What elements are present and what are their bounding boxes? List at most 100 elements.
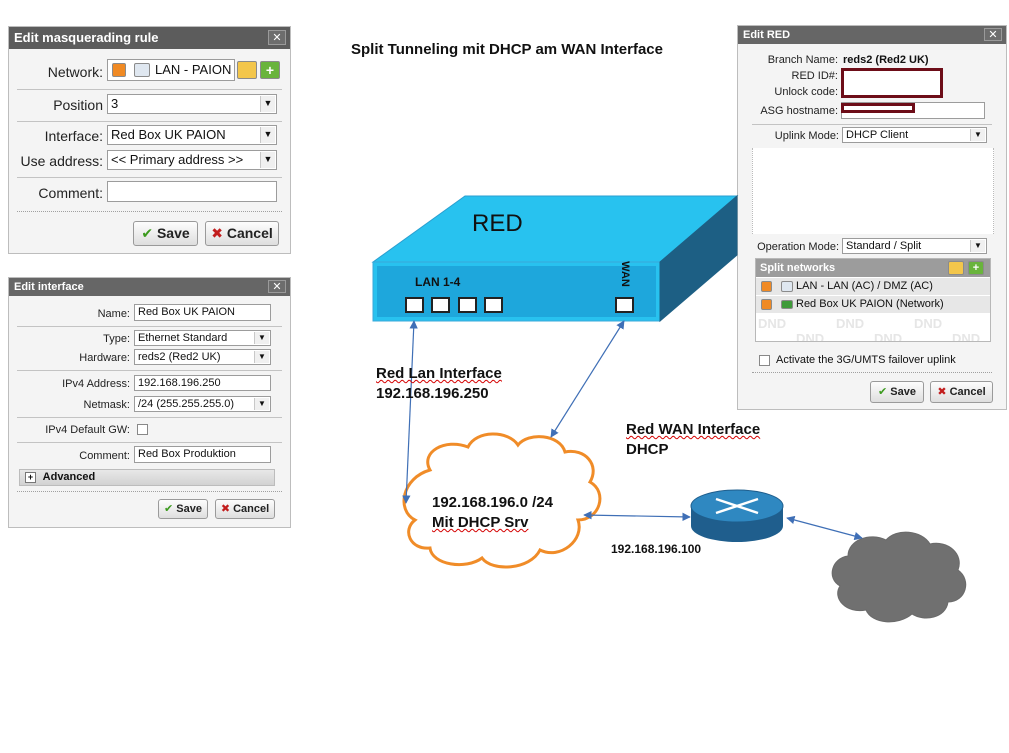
folder-icon[interactable] xyxy=(948,261,964,275)
position-label: Position xyxy=(53,97,103,113)
operation-mode-select[interactable]: Standard / Split ▼ xyxy=(842,238,987,254)
uplink-mode-select[interactable]: DHCP Client ▼ xyxy=(842,127,987,143)
failover-checkbox[interactable] xyxy=(759,355,770,366)
expand-icon: + xyxy=(25,471,36,483)
red-device-label: RED xyxy=(472,210,523,237)
watermark-text: DND xyxy=(796,331,825,342)
unlock-code-label: Unlock code: xyxy=(774,86,838,98)
red-box-front-face xyxy=(377,266,656,317)
folder-icon[interactable] xyxy=(237,61,257,79)
network-value: LAN - PAION xyxy=(155,62,232,77)
split-network-item[interactable]: Red Box UK PAION (Network) xyxy=(756,296,990,313)
lan-interface-label-line2: 192.168.196.250 xyxy=(376,385,489,402)
name-label: Name: xyxy=(97,308,130,320)
advanced-section[interactable]: + Advanced xyxy=(19,469,275,486)
name-input[interactable]: Red Box UK PAION xyxy=(134,304,271,321)
use-address-select[interactable]: << Primary address >> ▼ xyxy=(107,150,277,170)
hardware-select[interactable]: reds2 (Red2 UK) ▼ xyxy=(134,349,271,365)
edit-red-dialog: Edit RED ✕ Branch Name: reds2 (Red2 UK) … xyxy=(737,25,1007,410)
watermark-text: DND xyxy=(874,331,903,342)
chevron-down-icon: ▼ xyxy=(254,351,269,363)
type-select[interactable]: Ethernet Standard ▼ xyxy=(134,330,271,346)
network-field[interactable]: LAN - PAION xyxy=(107,59,235,81)
chevron-down-icon: ▼ xyxy=(970,129,985,141)
network-card-icon xyxy=(781,300,793,309)
masquerading-rule-dialog: Edit masquerading rule ✕ Network: LAN - … xyxy=(8,26,291,254)
chevron-down-icon: ▼ xyxy=(260,152,275,168)
hardware-label: Hardware: xyxy=(79,352,130,364)
dialog-title: Edit interface xyxy=(9,278,290,296)
close-icon[interactable]: ✕ xyxy=(984,28,1002,41)
ipv4-input[interactable]: 192.168.196.250 xyxy=(134,375,271,391)
interface-label: Interface: xyxy=(44,128,103,144)
network-object-icon xyxy=(761,281,772,292)
save-button[interactable]: ✔ Save xyxy=(158,499,208,519)
position-select[interactable]: 3 ▼ xyxy=(107,94,277,114)
wan-interface-label-line2: DHCP xyxy=(626,441,669,458)
split-networks-header: Split networks xyxy=(756,259,990,277)
router-top xyxy=(690,489,784,523)
close-icon[interactable]: ✕ xyxy=(268,280,286,293)
edit-interface-dialog: Edit interface ✕ Name: Red Box UK PAION … xyxy=(8,277,291,528)
router-side xyxy=(691,506,783,526)
chevron-down-icon: ▼ xyxy=(260,127,275,143)
check-icon: ✔ xyxy=(164,503,174,515)
wan-interface-label-line1: Red WAN Interface xyxy=(626,421,761,438)
ipv4-label: IPv4 Address: xyxy=(62,378,130,390)
chevron-down-icon: ▼ xyxy=(970,240,985,252)
chevron-down-icon: ▼ xyxy=(254,398,269,410)
branch-name-value: reds2 (Red2 UK) xyxy=(843,54,929,66)
netmask-select[interactable]: /24 (255.255.255.0) ▼ xyxy=(134,396,271,412)
wan-port xyxy=(615,297,634,313)
check-icon: ✔ xyxy=(141,225,154,241)
network-label: Network: xyxy=(47,64,103,80)
add-icon[interactable]: + xyxy=(260,61,280,79)
add-icon[interactable]: + xyxy=(968,261,984,275)
close-icon: ✖ xyxy=(211,225,223,241)
red-box-front xyxy=(372,261,661,322)
default-gw-checkbox[interactable] xyxy=(137,424,148,435)
interface-select[interactable]: Red Box UK PAION ▼ xyxy=(107,125,277,145)
lan-interface-label-line1: Red Lan Interface xyxy=(376,365,502,382)
wan-connection xyxy=(550,320,625,438)
watermark-text: DND xyxy=(836,316,865,331)
watermark-text: DND xyxy=(758,316,787,331)
wan-port-label: WAN xyxy=(618,261,631,287)
router-internet-connection xyxy=(786,515,863,541)
cancel-button[interactable]: ✖ Cancel xyxy=(215,499,275,519)
cloud-router-connection xyxy=(583,510,691,522)
red-id-input[interactable] xyxy=(841,68,943,98)
network-host-icon xyxy=(134,63,150,77)
lan-connection xyxy=(402,320,418,504)
operation-mode-label: Operation Mode: xyxy=(757,241,839,253)
cancel-button[interactable]: ✖ Cancel xyxy=(930,381,993,403)
asg-hostname-label: ASG hostname: xyxy=(760,105,838,117)
close-icon[interactable]: ✕ xyxy=(268,30,286,45)
red-box-top xyxy=(371,195,739,263)
failover-label: Activate the 3G/UMTS failover uplink xyxy=(776,354,956,366)
type-label: Type: xyxy=(103,333,130,345)
lan-port xyxy=(431,297,450,313)
cancel-button[interactable]: ✖ Cancel xyxy=(205,221,279,246)
lan-ports-label: LAN 1-4 xyxy=(415,275,461,289)
default-gw-label: IPv4 Default GW: xyxy=(45,424,130,436)
lan-port xyxy=(458,297,477,313)
router-arrows-icon xyxy=(715,497,759,515)
asg-redaction xyxy=(841,103,915,113)
lan-port xyxy=(405,297,424,313)
branch-name-label: Branch Name: xyxy=(767,54,838,66)
save-button[interactable]: ✔ Save xyxy=(133,221,198,246)
router-body xyxy=(691,510,783,542)
split-networks-panel: Split networks + LAN - LAN (AC) / DMZ (A… xyxy=(755,258,991,342)
diagram-title: Split Tunneling mit DHCP am WAN Interfac… xyxy=(351,41,663,58)
split-network-item[interactable]: LAN - LAN (AC) / DMZ (AC) xyxy=(756,278,990,295)
check-icon: ✔ xyxy=(878,386,888,398)
dhcp-server-label: Mit DHCP Srv xyxy=(432,514,529,531)
watermark-text: DND xyxy=(914,316,943,331)
dialog-title: Edit masquerading rule xyxy=(9,27,290,49)
comment-input[interactable] xyxy=(107,181,277,202)
save-button[interactable]: ✔ Save xyxy=(870,381,924,403)
dialog-title: Edit RED xyxy=(738,26,1006,44)
comment-input[interactable]: Red Box Produktion xyxy=(134,446,271,463)
comment-label: Comment: xyxy=(38,185,103,201)
